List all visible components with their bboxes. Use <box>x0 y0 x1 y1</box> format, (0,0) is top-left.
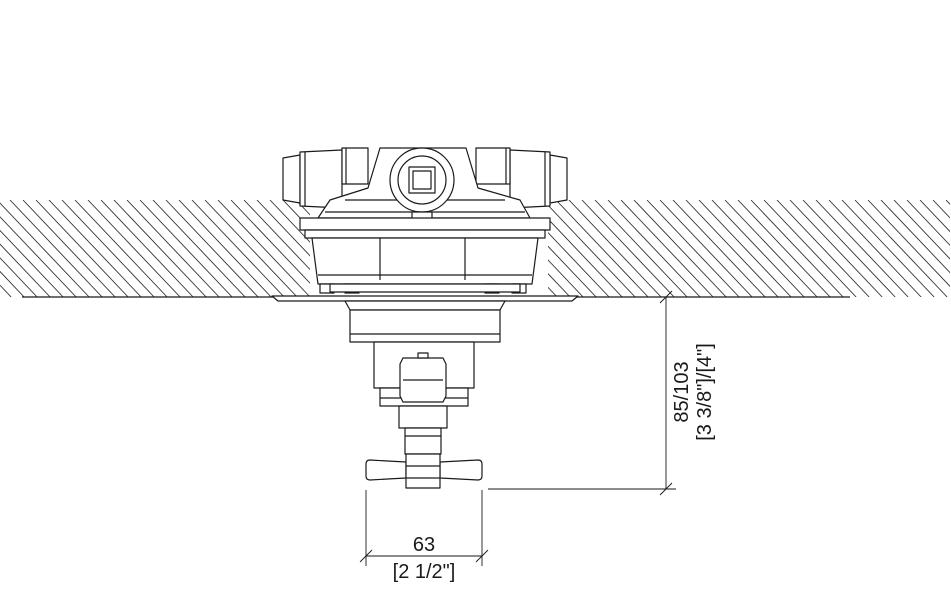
hatch-line <box>555 200 649 297</box>
width-dimension-value: 63 <box>413 534 435 556</box>
hatch-line <box>165 200 259 297</box>
hatch-line <box>607 200 701 297</box>
hatch-line <box>217 200 311 297</box>
hatch-line <box>126 200 220 297</box>
escutcheon-plate <box>271 295 579 302</box>
hatch-line <box>906 200 950 297</box>
hatch-line <box>828 200 922 297</box>
hatch-line <box>61 200 155 297</box>
hatch-line <box>0 200 25 297</box>
trim-assembly <box>344 300 506 489</box>
hatch-line <box>542 200 636 297</box>
hatch-line <box>9 200 103 297</box>
hatch-line <box>0 200 38 297</box>
hatch-line <box>659 200 753 297</box>
height-dimension-value: 85/103 <box>671 361 693 422</box>
hatch-line <box>568 200 662 297</box>
hatch-line <box>698 200 792 297</box>
hatch-line <box>113 200 207 297</box>
hatch-line <box>581 200 675 297</box>
hatch-line <box>880 200 950 297</box>
hatch-line <box>802 200 896 297</box>
hatch-line <box>672 200 766 297</box>
hatch-line <box>620 200 714 297</box>
hatch-line <box>204 200 298 297</box>
valve-body <box>282 147 568 294</box>
hatch-line <box>776 200 870 297</box>
hatch-line <box>22 200 116 297</box>
hatch-line <box>932 200 950 297</box>
hatch-line <box>646 200 740 297</box>
hatch-line <box>789 200 883 297</box>
hatch-line <box>763 200 857 297</box>
width-dimension-imperial: [2 1/2"] <box>393 561 456 583</box>
height-dimension-imperial: [3 3/8"]/[4"] <box>694 343 716 441</box>
hatch-line <box>815 200 909 297</box>
hatch-line <box>100 200 194 297</box>
hatch-line <box>711 200 805 297</box>
width-dimension <box>359 490 489 566</box>
hatch-line <box>893 200 950 297</box>
hatch-line <box>191 200 285 297</box>
hatch-line <box>74 200 168 297</box>
hatch-line <box>0 200 64 297</box>
hatch-line <box>737 200 831 297</box>
hatch-line <box>152 200 246 297</box>
hatch-line <box>841 200 935 297</box>
hatch-line <box>0 200 77 297</box>
hatch-line <box>48 200 142 297</box>
hatch-line <box>0 200 12 297</box>
hatch-line <box>750 200 844 297</box>
hatch-line <box>35 200 129 297</box>
hatch-line <box>230 200 324 297</box>
hatch-line <box>919 200 950 297</box>
hatch-line <box>867 200 950 297</box>
hatch-line <box>0 200 90 297</box>
hatch-line <box>0 200 51 297</box>
hatch-line <box>633 200 727 297</box>
height-dimension <box>488 290 676 496</box>
hatch-line <box>685 200 779 297</box>
hatch-line <box>139 200 233 297</box>
hatch-line <box>854 200 948 297</box>
hatch-line <box>178 200 272 297</box>
hatch-line <box>594 200 688 297</box>
hatch-line <box>87 200 181 297</box>
hatch-line <box>724 200 818 297</box>
